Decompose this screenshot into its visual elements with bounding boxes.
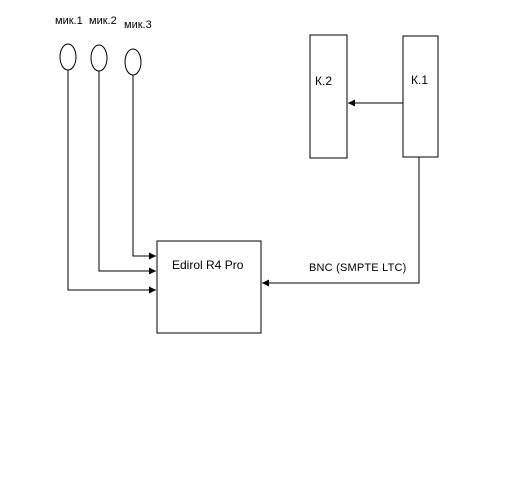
camera-1-label: К.1 xyxy=(411,73,428,87)
camera-1-box xyxy=(402,35,439,158)
camera-1-to-recorder-bnc-cable xyxy=(262,157,420,287)
mic-2-symbol xyxy=(90,44,108,72)
recorder-box xyxy=(156,240,262,334)
mic-2-label: мик.2 xyxy=(89,15,117,27)
recorder-label: Edirol R4 Pro xyxy=(172,258,244,272)
mic-1-symbol xyxy=(59,43,77,71)
camera-2-label: К.2 xyxy=(315,74,332,88)
mic-1-label: мик.1 xyxy=(55,15,83,27)
mic-3-to-recorder-cable xyxy=(132,75,156,260)
mic-3-symbol xyxy=(124,48,142,76)
mic-2-to-recorder-cable xyxy=(98,71,156,275)
mic-1-to-recorder-cable xyxy=(67,70,156,294)
mic-3-label: мик.3 xyxy=(124,19,152,31)
bnc-cable-label: BNC (SMPTE LTC) xyxy=(309,262,407,274)
camera-2-box xyxy=(309,34,348,159)
